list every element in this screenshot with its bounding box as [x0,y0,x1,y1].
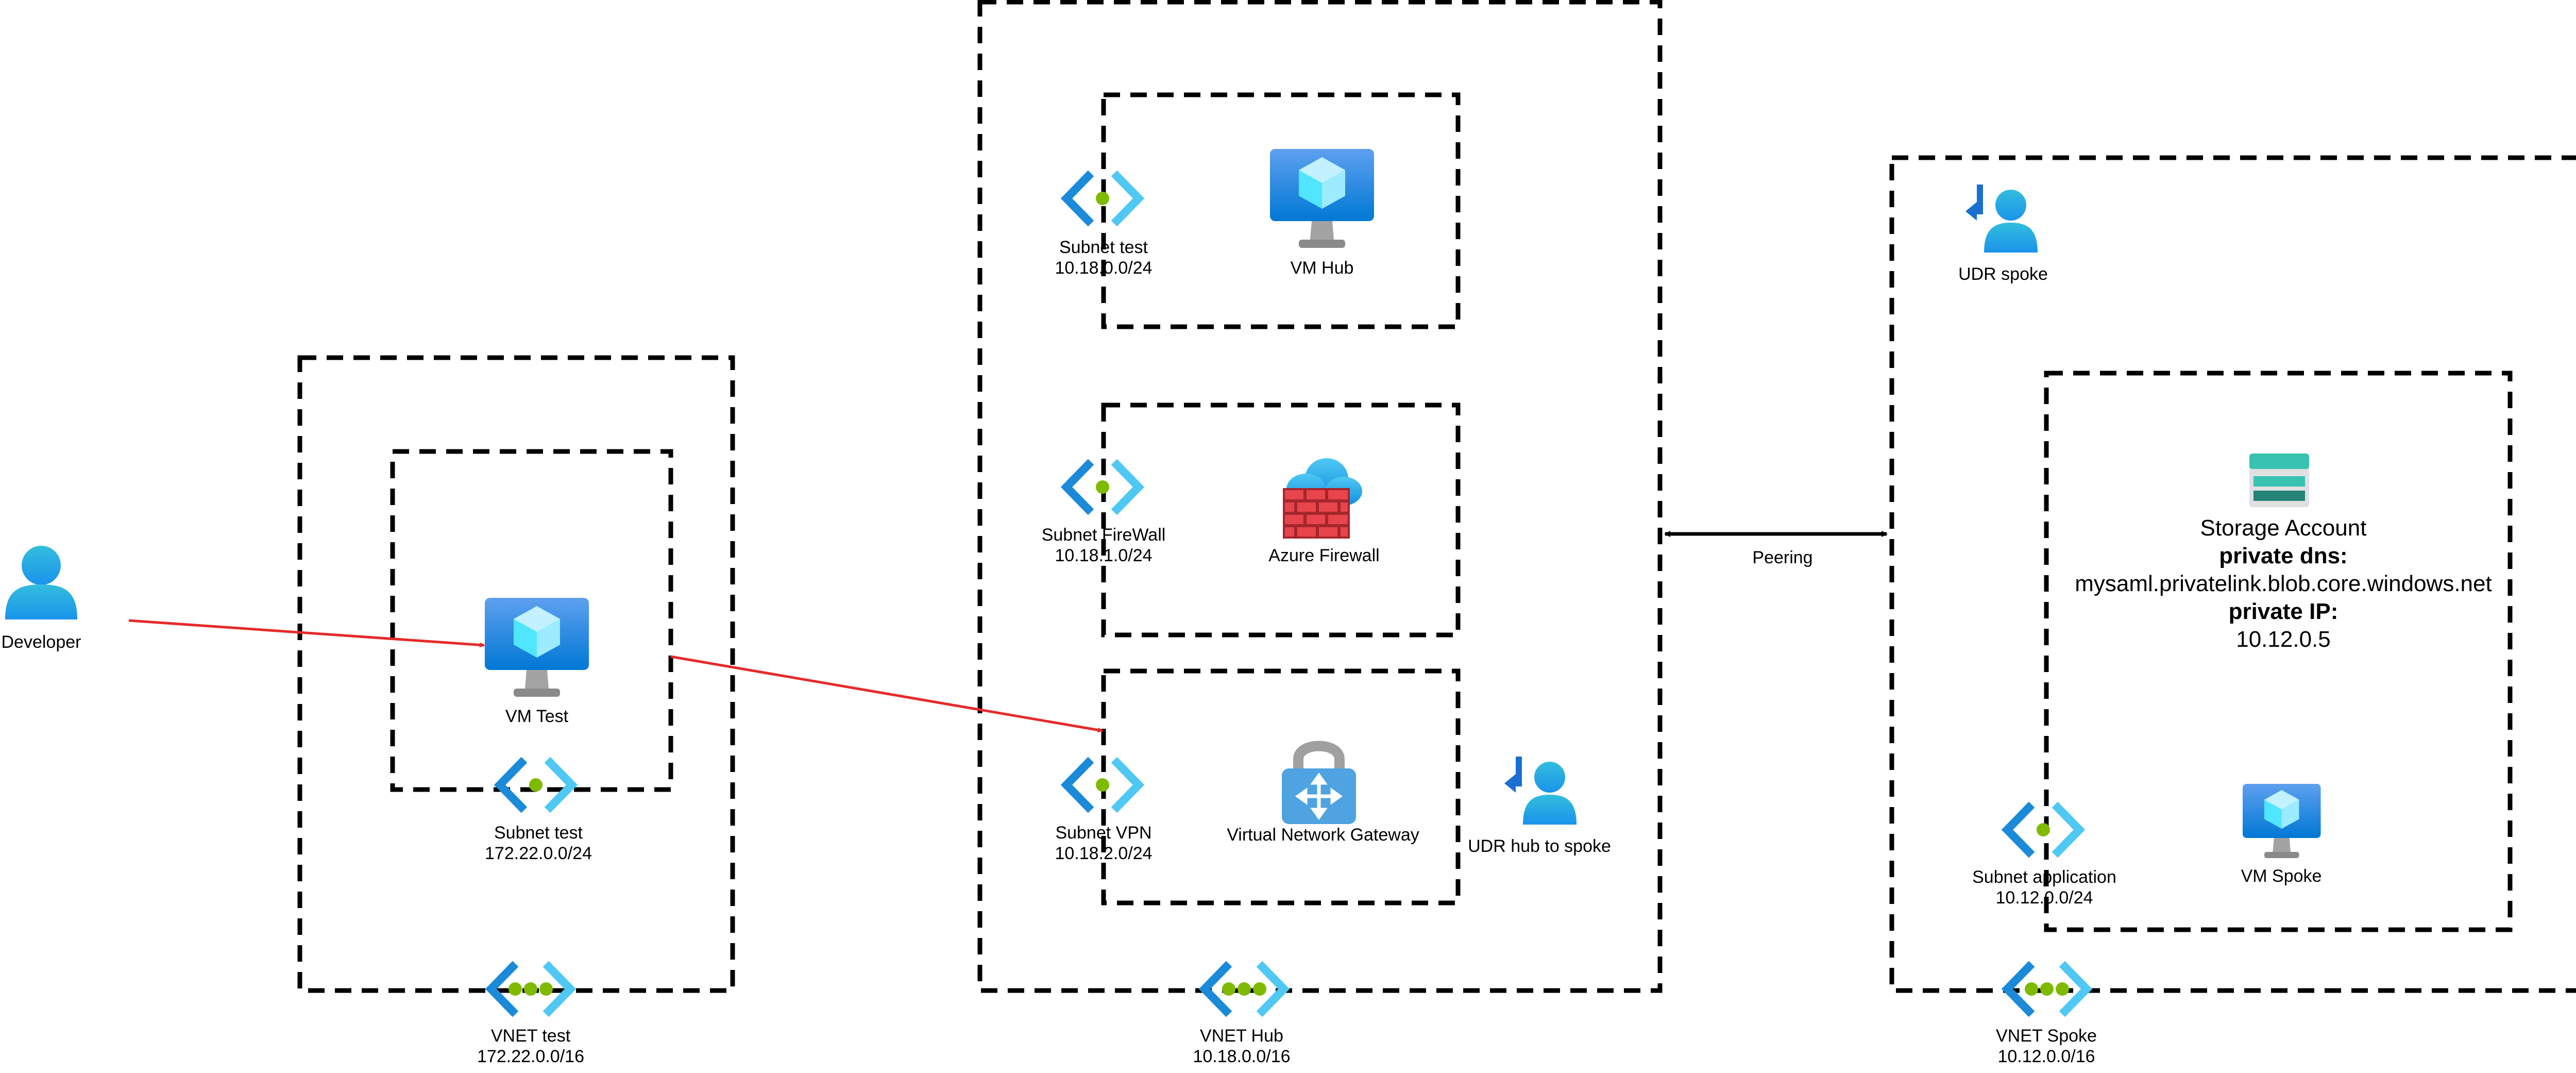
azure-firewall-icon [1283,458,1362,539]
developer-label: Developer [2,632,81,652]
hub-subnet-test-cidr: 10.18.0.0/24 [1055,258,1153,278]
vm-hub-icon [1270,149,1374,248]
hub-subnet-firewall-cidr: 10.18.1.0/24 [1055,546,1153,565]
vnet-hub-boundary [977,0,1663,993]
private-dns-value: mysaml.privatelink.blob.core.windows.net [2075,571,2492,596]
vnet-spoke-name: VNET Spoke [1996,1026,2097,1046]
virtual-network-gateway-name: Virtual Network Gateway [1227,825,1419,845]
hub-subnet-firewall-label: Subnet FireWall 10.18.1.0/24 [1042,525,1166,566]
vnet-hub-cidr: 10.18.0.0/16 [1193,1047,1291,1066]
vnet-spoke-cidr: 10.12.0.0/16 [1997,1047,2095,1066]
subnet-test-icon [500,763,572,807]
udr-spoke-label: UDR spoke [1958,264,2048,284]
hub-subnet-firewall-boundary [1101,403,1461,638]
hub-subnet-test-name: Subnet test [1059,238,1148,257]
storage-account-icon [2249,454,2309,507]
virtual-network-gateway-icon [1282,741,1356,824]
storage-account-name: Storage Account [2200,515,2367,541]
peering-label: Peering [1752,547,1812,568]
vnet-hub-name: VNET Hub [1200,1026,1283,1046]
udr-spoke-name: UDR spoke [1958,264,2048,284]
spoke-subnet-application-name: Subnet application [1972,867,2116,887]
vm-hub-label: VM Hub [1291,258,1354,278]
developer-icon [5,546,77,619]
vnet-hub-icon [1205,967,1284,1011]
spoke-subnet-application-label: Subnet application 10.12.0.0/24 [1972,867,2116,908]
developer-to-vm-test-arrow [128,619,485,648]
vm-test-name: VM Test [505,707,569,726]
udr-hub-to-spoke-label: UDR hub to spoke [1468,836,1611,857]
udr-spoke-icon [1965,185,2038,253]
subnet-test-name: Subnet test [494,823,583,843]
hub-subnet-firewall-name: Subnet FireWall [1041,525,1166,545]
subnet-test-cidr: 172.22.0.0/24 [485,844,592,863]
vnet-spoke-label: VNET Spoke 10.12.0.0/16 [1996,1026,2097,1067]
vm-spoke-name: VM Spoke [2241,866,2322,886]
developer-name: Developer [1,632,81,652]
spoke-subnet-application-cidr: 10.12.0.0/24 [1995,888,2093,908]
hub-subnet-vpn-name: Subnet VPN [1055,823,1152,843]
vnet-spoke-boundary [1889,155,2576,993]
udr-hub-to-spoke-name: UDR hub to spoke [1468,836,1611,856]
peering-text: Peering [1752,548,1813,567]
hub-subnet-vpn-cidr: 10.18.2.0/24 [1055,844,1153,863]
vnet-test-label: VNET test 172.22.0.0/16 [477,1026,584,1067]
hub-subnet-vpn-label: Subnet VPN 10.18.2.0/24 [1055,823,1152,864]
private-dns-label: private dns: [2219,543,2348,568]
vnet-test-name: VNET test [490,1026,571,1046]
vm-test-to-vpn-subnet-arrow [670,655,1103,733]
vm-spoke-icon [2243,784,2321,858]
storage-account-label: Storage Account private dns: mysaml.priv… [2075,514,2492,653]
azure-firewall-label: Azure Firewall [1268,545,1379,566]
azure-firewall-name: Azure Firewall [1268,546,1380,565]
private-ip-value: 10.12.0.5 [2236,627,2331,652]
subnet-test-label: Subnet test 172.22.0.0/24 [485,823,592,864]
vm-test-icon [485,598,589,697]
udr-hub-to-spoke-icon [1504,757,1577,825]
vnet-hub-label: VNET Hub 10.18.0.0/16 [1193,1026,1290,1067]
virtual-network-gateway-label: Virtual Network Gateway [1227,825,1419,845]
vm-hub-name: VM Hub [1290,258,1354,278]
vm-spoke-label: VM Spoke [2241,866,2322,886]
hub-subnet-test-boundary [1101,92,1461,329]
vnet-test-boundary [297,355,735,993]
hub-subnet-test-label: Subnet test 10.18.0.0/24 [1055,237,1152,278]
vnet-test-cidr: 172.22.0.0/16 [477,1047,584,1066]
spoke-subnet-application-icon [2007,808,2079,852]
vm-test-label: VM Test [505,706,568,727]
hub-subnet-vpn-boundary [1101,668,1461,906]
private-ip-label: private IP: [2228,599,2338,624]
